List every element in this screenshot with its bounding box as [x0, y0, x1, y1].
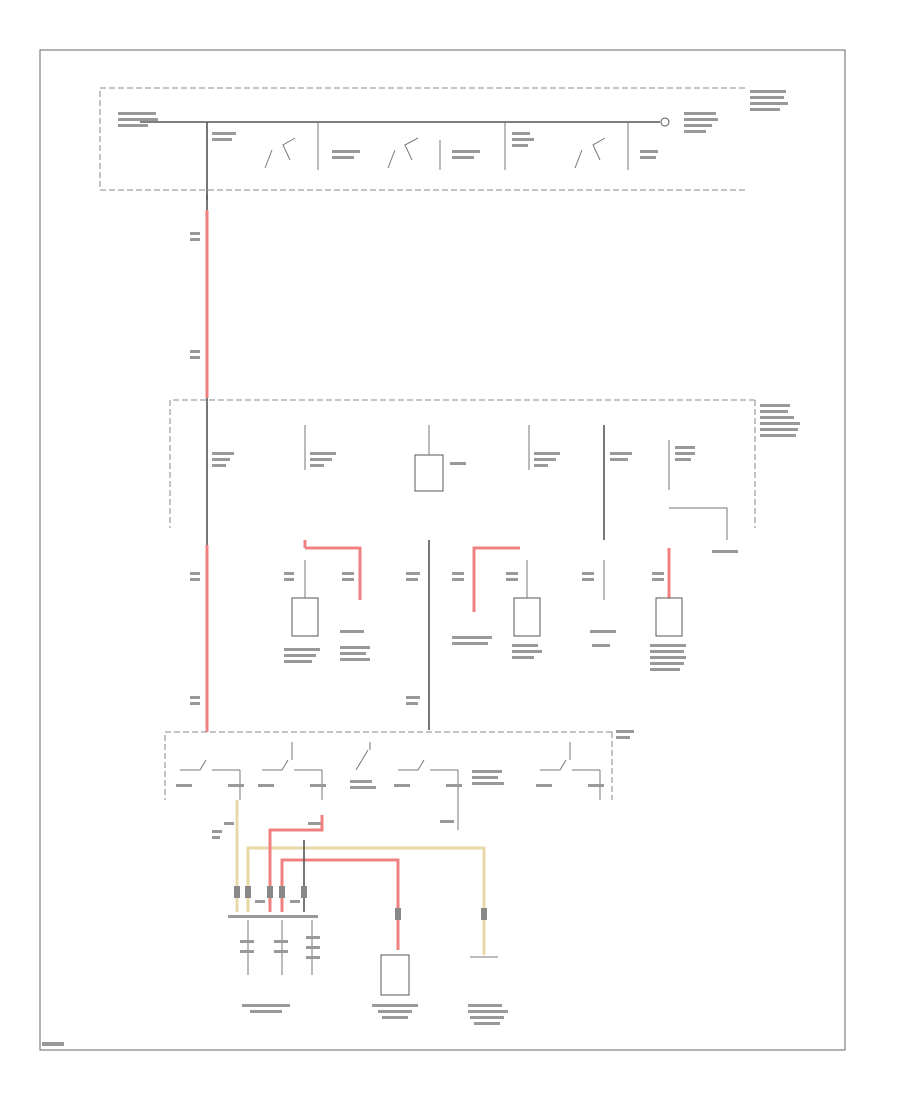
- lower-relay-block: [164, 730, 634, 825]
- circuit-branches: [190, 540, 738, 730]
- fuse-block: [169, 398, 800, 730]
- lower-wiring: [212, 800, 508, 1025]
- component-box: [380, 954, 410, 996]
- diagram-frame: [39, 49, 846, 1051]
- corner-label-mark: [42, 1042, 64, 1046]
- top-relay-block: [99, 87, 788, 200]
